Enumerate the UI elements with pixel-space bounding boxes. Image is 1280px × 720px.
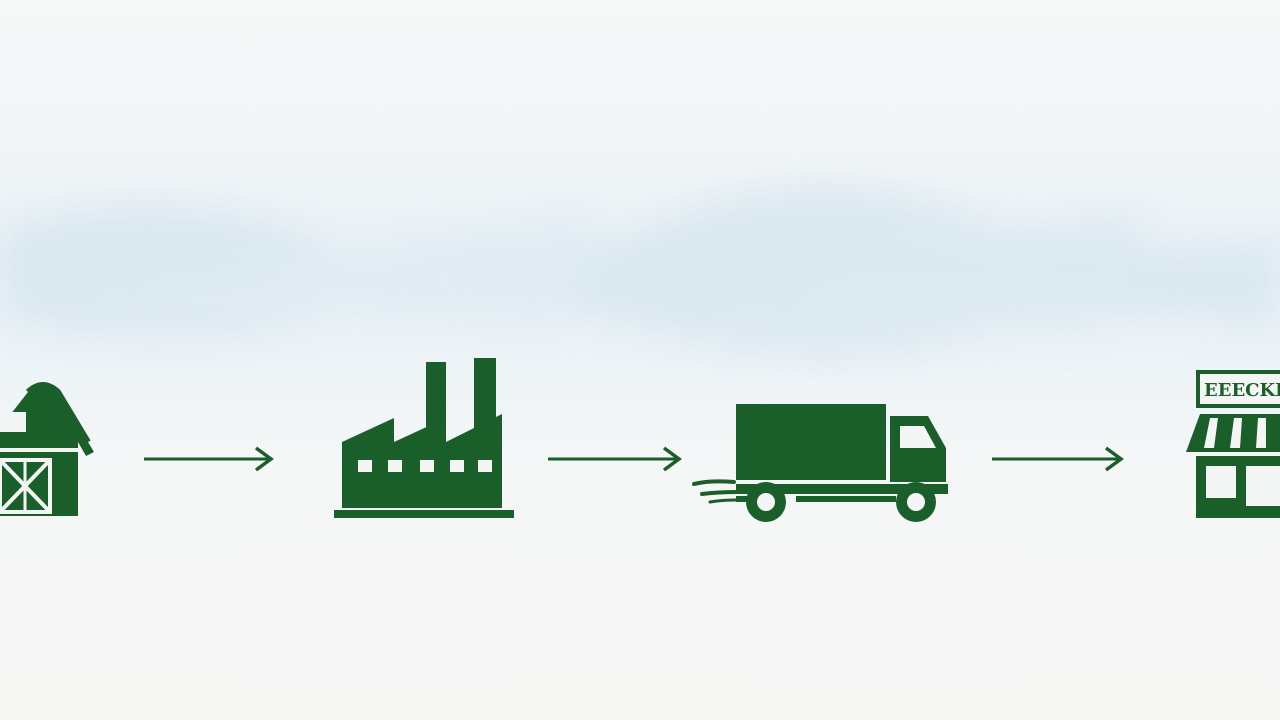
flow-arrow-factory-to-transport xyxy=(548,446,682,472)
delivery-truck-icon xyxy=(692,404,948,522)
storefront-icon: EEECKГI xyxy=(1186,370,1280,518)
factory-icon xyxy=(334,358,514,518)
store-sign-text: EEECKГI xyxy=(1204,380,1280,401)
flow-arrow-transport-to-retail xyxy=(992,446,1124,472)
barn-icon xyxy=(0,382,94,516)
flow-arrow-farm-to-factory xyxy=(144,446,274,472)
